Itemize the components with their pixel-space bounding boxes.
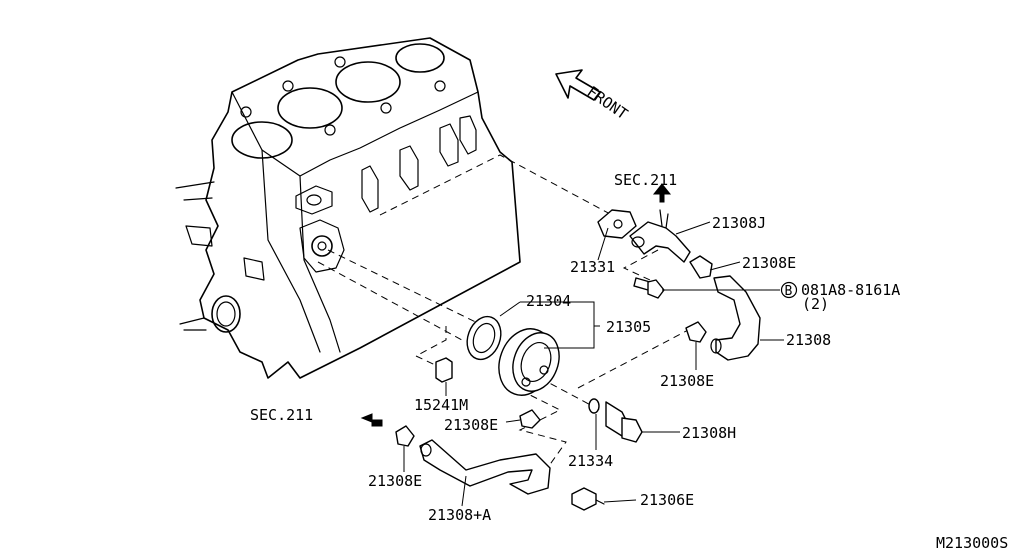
part-21308e-top-label: 21308E <box>742 254 796 272</box>
washer-21334 <box>588 398 600 414</box>
bolt-code-label: 081A8-8161A <box>801 281 900 299</box>
part-21334-label: 21334 <box>568 452 613 470</box>
bolt-symbol-letter: B <box>785 284 793 299</box>
front-label: FRONT <box>584 83 631 124</box>
gasket-21331 <box>597 209 637 239</box>
clamp-21308e-right <box>685 321 707 343</box>
part-21308a-label: 21308+A <box>428 506 491 524</box>
clamp-21306e <box>571 487 605 511</box>
o-ring-21304 <box>466 315 502 361</box>
leader-lines <box>403 221 784 507</box>
part-21306e-label: 21306E <box>640 491 694 509</box>
connector-bolt-21308h <box>605 401 643 443</box>
part-15241m-label: 15241M <box>414 396 468 414</box>
part-21308e-mid-label: 21308E <box>444 416 498 434</box>
oil-cooler-21305 <box>498 328 560 396</box>
water-pipe-21308j <box>629 209 691 263</box>
front-arrow-icon <box>555 69 601 101</box>
bolt-081a8-8161a <box>633 277 665 299</box>
part-21304-label: 21304 <box>526 292 571 310</box>
clamp-21308e-mid <box>519 409 541 429</box>
part-21308j-label: 21308J <box>712 214 766 232</box>
part-21308h-label: 21308H <box>682 424 736 442</box>
part-21331-label: 21331 <box>570 258 615 276</box>
part-21308-label: 21308 <box>786 331 831 349</box>
sec-211-top-label: SEC.211 <box>614 171 677 189</box>
bolt-qty-label: (2) <box>802 295 829 313</box>
sec-left-arrow-icon <box>360 413 383 427</box>
connector-15241m <box>435 357 453 383</box>
sec-top-arrow-icon <box>652 183 672 203</box>
part-21305-label: 21305 <box>606 318 651 336</box>
bolt-symbol-icon: B <box>780 281 798 299</box>
clamp-21308e-low <box>395 425 415 447</box>
clamp-21308e-top <box>689 255 713 279</box>
part-21308e-low-label: 21308E <box>368 472 422 490</box>
engine-block <box>175 37 521 379</box>
part-21308e-right-label: 21308E <box>660 372 714 390</box>
figure-code-label: M213000S <box>936 534 1008 552</box>
sec-211-left-label: SEC.211 <box>250 406 313 424</box>
hose-21308a <box>419 439 551 495</box>
assembly-guide-lines <box>317 154 705 471</box>
hose-21308 <box>710 275 761 361</box>
